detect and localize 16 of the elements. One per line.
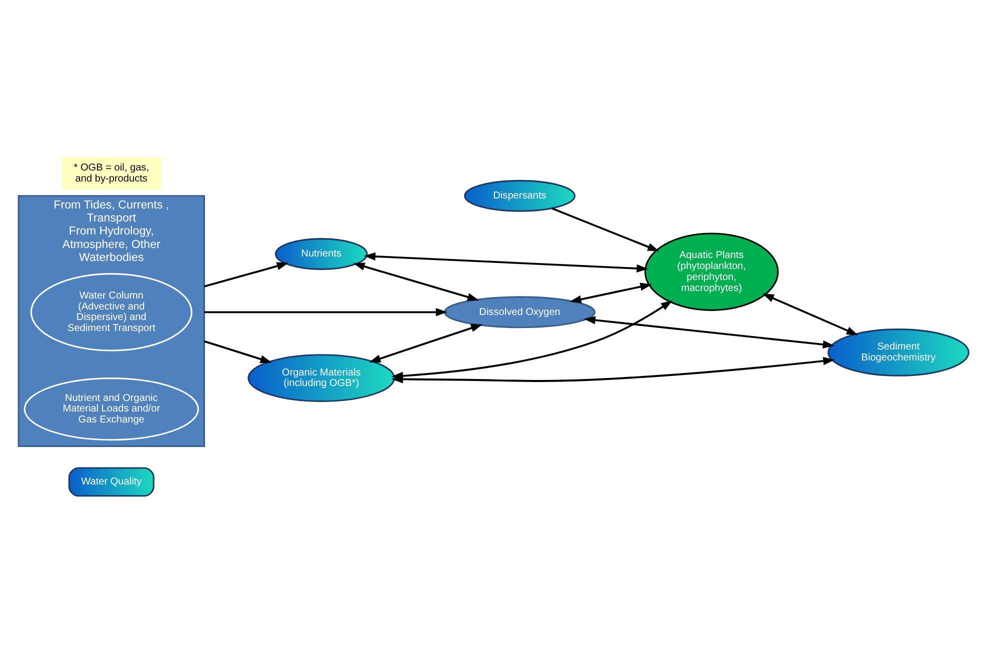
arrow (584, 316, 835, 348)
arrow (204, 308, 448, 316)
node-ellipse: Water Column (Advective and Dispersive) and Sediment Transport (30, 272, 192, 351)
label: * OGB = oil, gas, and by-products (74, 162, 150, 184)
node-box: Water Quality (68, 466, 154, 496)
arrow (204, 262, 289, 287)
node-ellipse: Dispersants (464, 179, 576, 212)
arrow (364, 252, 648, 272)
node-ellipse: Nutrient and Organic Material Loads and/or Gas Exchange (24, 377, 199, 440)
arrow (353, 262, 480, 300)
node-ellipse: Sediment Biogeochemistry (828, 328, 970, 376)
arrow (552, 207, 660, 251)
arrow (762, 293, 858, 335)
arrow (369, 324, 483, 362)
arrow (570, 282, 652, 303)
arrow (204, 340, 272, 363)
